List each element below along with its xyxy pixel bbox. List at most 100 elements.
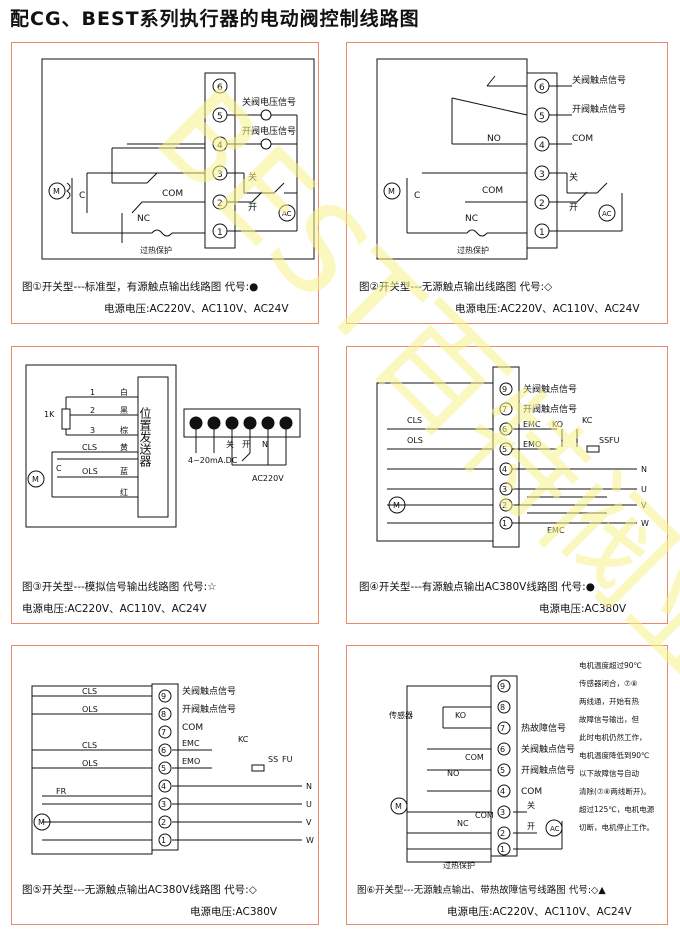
red-wire-label: 红 xyxy=(120,487,128,497)
terminal-2-label: 2 xyxy=(502,501,507,510)
terminal-3-label: 3 xyxy=(161,800,166,809)
wire-2-label: 2 xyxy=(90,406,95,415)
kai-label: 开 xyxy=(527,822,535,831)
nc-label: NC xyxy=(457,819,469,828)
guan-label: 关 xyxy=(527,800,535,810)
n-label: N xyxy=(262,440,268,449)
emo-label: EMO xyxy=(182,757,200,766)
terminal-6-label: 6 xyxy=(500,745,505,754)
power-4: 电源电压:AC380V xyxy=(539,603,627,615)
position-sender-label: 位置发送器 xyxy=(138,406,152,468)
terminal-4-label: 4 xyxy=(161,782,166,791)
v-phase-label: V xyxy=(306,818,312,827)
wiring-diagram-4: 9 7 6 5 4 3 2 1 关阀触点信号 开阀触点信号 CLS OLS EM… xyxy=(376,366,649,548)
close-volt-signal-label: 关阀电压信号 xyxy=(242,96,296,108)
ac-label: AC xyxy=(602,210,612,218)
terminal-1-label: 1 xyxy=(217,228,223,238)
wiring-diagram-5: 9 8 7 6 5 4 3 2 1 关阀触点信号 开阀触点信号 COM CLS … xyxy=(31,683,314,855)
close-signal-label: 关阀触点信号 xyxy=(523,383,577,395)
terminal-8-label: 8 xyxy=(500,703,505,712)
blue-wire-label: 蓝 xyxy=(120,466,128,476)
overheat-label: 过热保护 xyxy=(140,245,172,255)
fu-label: FU xyxy=(282,755,293,764)
terminal-4-label: 4 xyxy=(539,141,545,151)
ac-label: AC xyxy=(282,210,292,218)
motor-label: M xyxy=(53,187,60,196)
terminal-3-label: 3 xyxy=(217,170,223,180)
terminal-4-label: 4 xyxy=(500,787,505,796)
ma-signal-label: 4~20mA.DC xyxy=(188,456,238,465)
overheat-label: 过热保护 xyxy=(443,860,475,870)
com-label-right: COM xyxy=(572,134,593,144)
terminal-2-label: 2 xyxy=(500,829,505,838)
terminal-6-label: 6 xyxy=(161,746,166,755)
power-6: 电源电压:AC220V、AC110V、AC24V xyxy=(447,906,632,918)
motor-label: M xyxy=(393,501,400,510)
caption-2: 图②开关型---无源触点输出线路图 代号:◇ xyxy=(359,281,553,293)
capacitor-label: C xyxy=(56,464,62,473)
com-label: COM xyxy=(182,723,203,733)
open-signal-label: 开阀触点信号 xyxy=(523,403,577,415)
terminal-3-label: 3 xyxy=(502,485,507,494)
ac220-label: AC220V xyxy=(252,474,284,483)
diagram-panel-5: 9 8 7 6 5 4 3 2 1 关阀触点信号 开阀触点信号 COM CLS … xyxy=(11,645,319,925)
cls-top-label: CLS xyxy=(82,687,97,696)
ols-label: OLS xyxy=(82,467,98,476)
capacitor-label: C xyxy=(79,191,85,201)
motor-label: M xyxy=(395,802,402,811)
terminal-5-label: 5 xyxy=(539,112,545,122)
capacitor-label: C xyxy=(414,191,420,201)
terminal-5-label: 5 xyxy=(502,445,507,454)
wiring-diagram-3: 1 2 3 白 黑 棕 黄 蓝 红 1K CLS OLS M C 位置发送器 4… xyxy=(25,364,301,528)
cls-label: CLS xyxy=(82,741,97,750)
terminal-3-label: 3 xyxy=(539,170,545,180)
close-signal-label: 关阀触点信号 xyxy=(182,685,236,697)
fr-label: FR xyxy=(56,787,67,796)
terminal-1-label: 1 xyxy=(500,845,505,854)
terminal-6-label: 6 xyxy=(502,425,507,434)
emc-bottom-label: EMC xyxy=(547,526,565,535)
page-title: 配CG、BEST系列执行器的电动阀控制线路图 xyxy=(10,8,420,30)
open-signal-label: 开阀触点信号 xyxy=(182,703,236,715)
emc-label: EMC xyxy=(523,420,541,429)
terminal-7-label: 7 xyxy=(500,724,505,733)
u-phase-label: U xyxy=(306,800,312,809)
wire-1-label: 1 xyxy=(90,388,95,397)
wiring-diagram-2: 6 5 4 3 2 1 关阀触点信号 开阀触点信号 COM NO 关 开 AC … xyxy=(376,58,626,260)
kc-label: KC xyxy=(582,416,593,425)
motor-label: M xyxy=(32,475,39,484)
note-line-5: 此时电机仍然工作， xyxy=(579,732,647,742)
terminal-2-label: 2 xyxy=(539,199,545,209)
terminal-7-label: 7 xyxy=(502,405,507,414)
ko-label: KO xyxy=(455,711,466,720)
ss-label: SS xyxy=(599,436,609,445)
emo-label: EMO xyxy=(523,440,541,449)
terminal-1-label: 1 xyxy=(502,519,507,528)
note-line-2: 传感器闭合，⑦⑧ xyxy=(579,678,638,688)
note-line-8: 清除(⑦⑧两线断开)。 xyxy=(579,786,651,796)
sensor-label: 传感器 xyxy=(389,710,413,720)
note-line-10: 切断，电机停止工作。 xyxy=(579,822,654,832)
wiring-diagram-1: 6 5 4 3 2 1 关阀电压信号 开阀电压信号 关 开 AC M C COM… xyxy=(41,58,315,260)
ko-label: KO xyxy=(552,420,563,429)
power-1: 电源电压:AC220V、AC110V、AC24V xyxy=(104,303,289,315)
no-label: NO xyxy=(447,769,459,778)
close-signal-label: 关阀触点信号 xyxy=(572,74,626,86)
wire-3-label: 3 xyxy=(90,426,95,435)
kai-label: 开 xyxy=(242,440,250,449)
terminal-4-label: 4 xyxy=(217,141,223,151)
guan-label: 关 xyxy=(569,171,578,183)
black-wire-label: 黑 xyxy=(120,406,128,415)
no-label: NO xyxy=(487,134,501,144)
terminal-9-label: 9 xyxy=(500,682,505,691)
caption-1: 图①开关型---标准型，有源触点输出线路图 代号:● xyxy=(22,281,259,293)
terminal-9-label: 9 xyxy=(161,692,166,701)
note-line-9: 超过125℃，电机电源 xyxy=(579,804,655,814)
note-text: 电机温度超过90℃ 传感器闭合，⑦⑧ 两线通，开始有热 故障信号输出，但 此时电… xyxy=(579,660,655,832)
v-phase-label: V xyxy=(641,501,647,510)
fu-label: FU xyxy=(609,436,620,445)
ac-label: AC xyxy=(550,825,560,833)
ols-label: OLS xyxy=(82,759,98,768)
n-phase-label: N xyxy=(306,782,312,791)
u-phase-label: U xyxy=(641,485,647,494)
